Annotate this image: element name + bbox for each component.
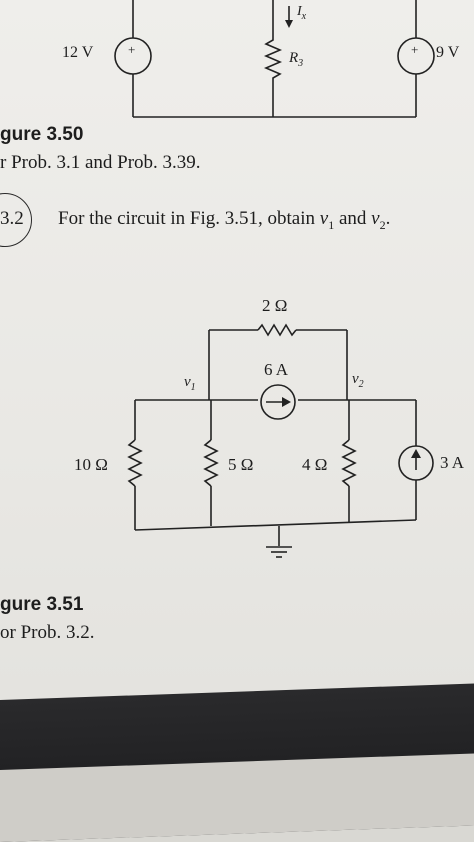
node-v2-label: v2 [352, 371, 364, 390]
source-12v-label: 12 V [62, 44, 94, 61]
current-source-6a-label: 6 A [264, 360, 289, 379]
problem-statement: For the circuit in Fig. 3.51, obtain v1 … [58, 208, 391, 232]
resistor-5-ohm-label: 5 Ω [228, 455, 254, 474]
node-v1-label: v1 [184, 374, 196, 393]
polarity-plus-right: + [411, 42, 419, 57]
problem-number: 3.2 [0, 208, 24, 229]
resistor-2-ohm-label: 2 Ω [262, 296, 288, 315]
figure-3-51-caption: or Prob. 3.2. [0, 622, 95, 643]
resistor-4-ohm [341, 439, 357, 487]
voltage-source-9v [397, 37, 435, 75]
current-source-3a-label: 3 A [440, 453, 465, 472]
resistor-2-ohm [257, 323, 297, 337]
figure-3-50-title: gure 3.50 [0, 124, 84, 145]
resistor-4-ohm-label: 4 Ω [302, 455, 328, 474]
voltage-source-12v [114, 37, 152, 75]
textbook-page [0, 0, 474, 740]
figure-3-50-caption: r Prob. 3.1 and Prob. 3.39. [0, 152, 201, 173]
figure-3-50-circuit [114, 0, 435, 118]
figure-3-51-circuit [127, 323, 434, 558]
resistor-r3 [263, 36, 283, 82]
source-9v-label: 9 V [436, 44, 460, 61]
current-ix-label: Ix [297, 4, 307, 22]
resistor-10-ohm [127, 439, 143, 487]
resistor-10-ohm-label: 10 Ω [74, 455, 108, 474]
resistor-r3-label: R3 [289, 50, 304, 69]
resistor-5-ohm [203, 439, 219, 487]
current-source-6a [260, 384, 296, 420]
figure-3-51-title: gure 3.51 [0, 594, 84, 615]
polarity-plus-left: + [128, 42, 136, 57]
